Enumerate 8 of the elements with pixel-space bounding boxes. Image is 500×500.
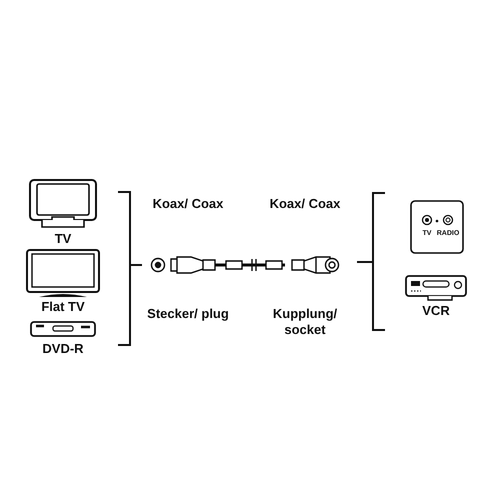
connector-label: Stecker/ plug [146,306,230,322]
connector-label: Kupplung/ socket [272,306,338,338]
connector-label: Koax/ Coax [268,196,342,212]
device-label: DVD-R [41,341,85,356]
connector-label: Koax/ Coax [152,196,224,212]
device-label: Flat TV [40,299,86,314]
device-label: VCR [421,303,451,318]
device-label: TV [54,231,72,246]
